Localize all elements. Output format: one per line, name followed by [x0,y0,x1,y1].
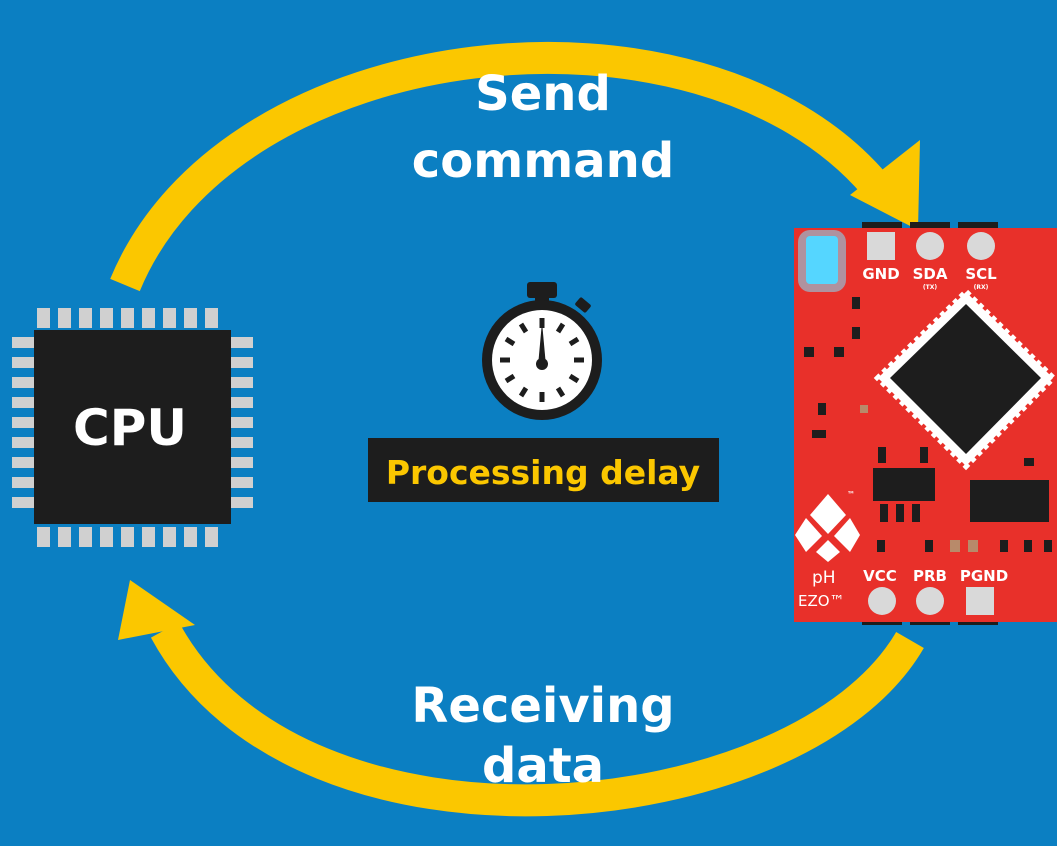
smd-components [804,297,1052,552]
processing-delay-label: Processing delay [386,453,700,492]
command-label: command [412,133,674,189]
main-chip [890,304,1041,454]
cpu-pins-bottom [37,527,218,547]
pgnd-pin [966,587,994,615]
cpu-pins-right [231,337,253,508]
ph-ezo-board: GND SDA SCL (TX) (RX) [794,222,1057,625]
scl-pin [967,232,995,260]
pgnd-label: PGND [960,567,1008,585]
model-ezo-label: EZO™ [798,592,845,610]
receiving-label: Receiving [411,678,674,734]
prb-pin [916,587,944,615]
resistors [860,405,978,552]
stopwatch-icon [482,282,602,420]
status-led [806,236,838,284]
model-ph-label: pH [812,568,836,588]
cpu-body [34,330,231,524]
cpu-chip-icon: CPU [12,308,253,547]
send-label: Send [475,66,611,122]
trademark-mark: ™ [847,490,855,499]
gnd-pin [867,232,895,260]
receiving-data-arrow [118,580,924,817]
cpu-label: CPU [73,399,187,457]
sda-label: SDA [913,265,948,283]
scl-label: SCL [965,265,997,283]
cpu-pins-left [12,337,34,508]
gnd-label: GND [862,265,899,283]
vcc-label: VCC [863,567,897,585]
sda-sub-label: (TX) [923,284,937,291]
vcc-pin [868,587,896,615]
sda-pin [916,232,944,260]
scl-sub-label: (RX) [974,284,989,291]
processing-delay-badge [368,438,719,502]
prb-label: PRB [913,567,947,585]
send-command-arrow [110,42,920,292]
cpu-pins-top [37,308,218,328]
atlas-logo-icon [795,494,860,562]
data-label: data [482,738,604,794]
